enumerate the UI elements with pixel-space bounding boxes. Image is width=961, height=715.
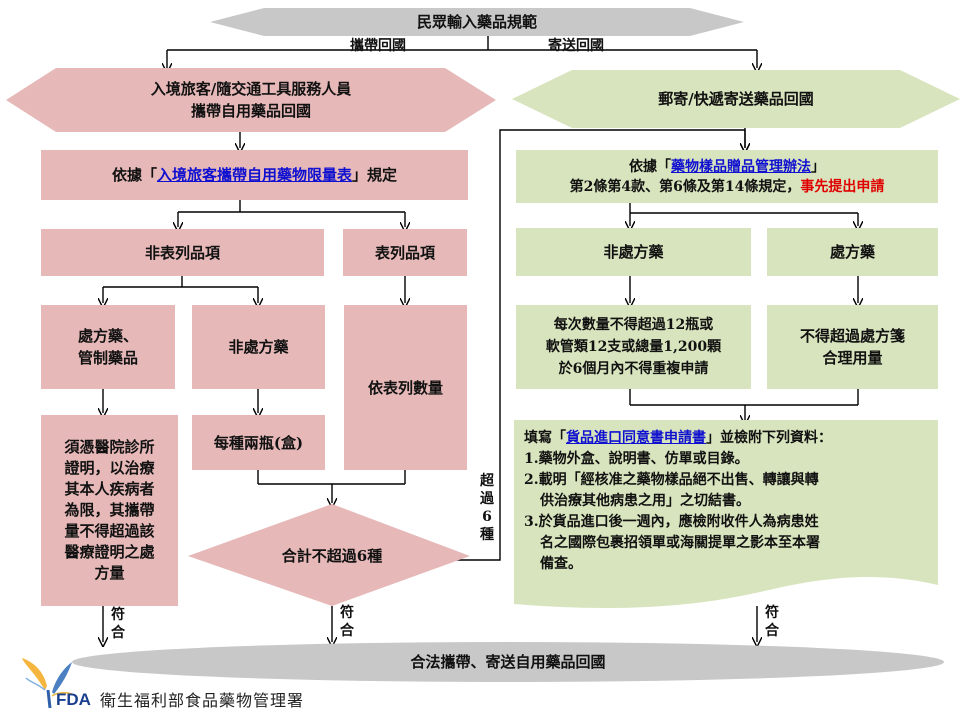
total-limit-shape: [188, 504, 470, 606]
bottom-banner-shape: [72, 642, 944, 682]
conform-label-middle: 符合: [340, 605, 354, 639]
over-six-label: 超 過 6 種: [480, 473, 494, 543]
application-item-1: 1.藥物外盒、說明書、仿單或目錄。: [524, 451, 749, 467]
application-item-3: 3.於貨品進口後一週內，應檢附收件人為病患姓名之國際包裹招領單或海關提單之影本至…: [524, 514, 820, 572]
unlisted-items-box: 非表列品項: [41, 229, 324, 276]
bottom-banner: 合法攜帶、寄送自用藥品回國: [410, 653, 606, 671]
limit-table-link[interactable]: 入境旅客攜帶自用藥物限量表: [156, 166, 352, 184]
branch-label-mail: 寄送回國: [548, 38, 604, 54]
right-header-shape: [512, 70, 960, 128]
left-rule-box: 依據「入境旅客攜帶自用藥物限量表」規定: [41, 150, 468, 200]
otc-box-left: 非處方藥: [192, 305, 325, 389]
right-rule-box: 依據「藥物樣品贈品管理辦法」 第2條第4款、第6條及第14條規定，事先提出申請: [516, 150, 938, 203]
left-header-line1: 入境旅客/隨交通工具服務人員: [150, 80, 352, 98]
otc-box-right: 非處方藥: [516, 228, 751, 276]
organization-name: 衛生福利部食品藥物管理署: [100, 691, 305, 710]
application-shape: [514, 420, 938, 608]
top-banner-shape: [210, 8, 744, 36]
application-requirements: 填寫「貨品進口同意書申請書」並檢附下列資料： 1.藥物外盒、說明書、仿單或目錄。…: [524, 428, 936, 575]
top-banner: 民眾輸入藥品規範: [416, 13, 537, 31]
otc-limit-box: 每種兩瓶(盒): [192, 415, 325, 470]
apply-in-advance-text: 事先提出申請: [800, 178, 885, 195]
sample-regulation-link[interactable]: 藥物樣品贈品管理辦法: [671, 158, 811, 175]
otc-quantity-rule-box: 每次數量不得超過12瓶或 軟管類12支或總量1,200顆 於6個月內不得重複申請: [516, 305, 751, 389]
left-header-line2: 攜帶自用藥品回國: [190, 102, 311, 120]
application-item-2: 2.載明「經核准之藥物樣品絕不出售、轉讓與轉供治療其他病患之用」之切結書。: [524, 472, 819, 509]
rx-requirement-box: 須憑醫院診所 證明，以治療 其本人疾病者 為限，其攜帶 量不得超過該 醫療證明之…: [41, 415, 178, 606]
left-header-shape: [6, 68, 496, 132]
fda-logo-text: FDA: [56, 690, 91, 709]
rx-controlled-box: 處方藥、 管制藥品: [41, 305, 175, 389]
rx-box-right: 處方藥: [767, 228, 938, 276]
total-limit: 合計不超過6種: [281, 547, 383, 565]
fda-butterfly-icon: [22, 658, 73, 709]
listed-quantity-box: 依表列數量: [344, 305, 467, 470]
conform-label-left: 符合: [111, 607, 125, 641]
conform-label-right: 符合: [765, 605, 779, 639]
left-header: 入境旅客/隨交通工具服務人員 攜帶自用藥品回國: [56, 70, 446, 130]
import-permit-form-link[interactable]: 貨品進口同意書申請書: [566, 430, 706, 446]
rx-quantity-rule-box: 不得超過處方箋 合理用量: [767, 305, 938, 389]
listed-items-box: 表列品項: [343, 229, 467, 276]
branch-label-carry: 攜帶回國: [350, 38, 406, 54]
right-header: 郵寄/快遞寄送藥品回國: [658, 90, 814, 108]
